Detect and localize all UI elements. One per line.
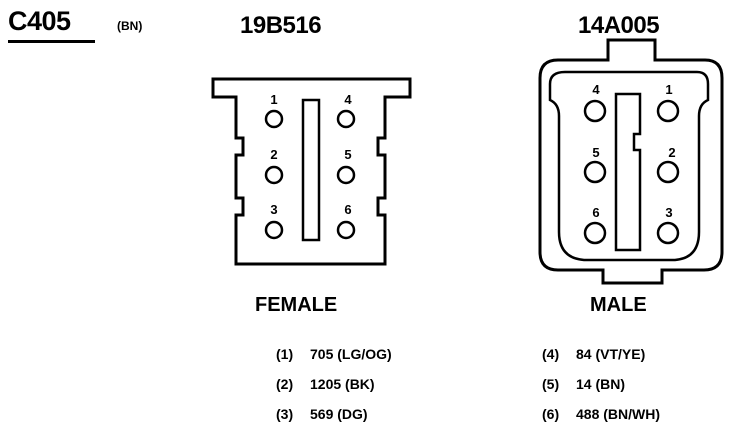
male-pin-1-label: 1 (665, 82, 672, 97)
female-pin-6-label: 6 (344, 202, 351, 217)
pinout-circuit: 569 (DG) (310, 406, 368, 422)
female-pin-2-socket (264, 165, 284, 185)
female-part-number: 19B516 (240, 12, 322, 39)
pinout-index: (6) (542, 406, 560, 422)
pinout-index: (4) (542, 346, 560, 362)
male-pin-6-label: 6 (592, 205, 599, 220)
male-pin-5-label: 5 (592, 145, 599, 160)
female-pin-5-socket (336, 165, 356, 185)
pinout-index: (2) (276, 376, 294, 392)
pinout-circuit: 14 (BN) (576, 376, 626, 392)
male-pin-3-terminal (656, 221, 680, 245)
female-pin-4-label: 4 (344, 92, 352, 107)
pinout-row: (1) 705 (LG/OG) (276, 346, 392, 362)
male-pin-5-terminal (583, 160, 607, 184)
pinout-circuit: 1205 (BK) (310, 376, 375, 392)
pinout-row: (5) 14 (BN) (542, 376, 625, 392)
pinout-row: (4) 84 (VT/YE) (542, 346, 645, 362)
female-pin-1-label: 1 (270, 92, 277, 107)
male-pin-2-terminal (656, 160, 680, 184)
connector-color: (BN) (117, 19, 143, 33)
pinout-index: (1) (276, 346, 294, 362)
male-connector-inner-wall (548, 70, 710, 262)
pinout-circuit: 705 (LG/OG) (310, 346, 392, 362)
male-pin-1-terminal (656, 99, 680, 123)
connector-id: C405 (8, 6, 71, 36)
male-connector (538, 38, 724, 285)
female-center-key (301, 98, 321, 242)
male-part-number: 14A005 (578, 12, 660, 39)
female-pin-1-socket (264, 109, 284, 129)
pinout-row: (3) 569 (DG) (276, 406, 368, 422)
male-pin-3-label: 3 (665, 205, 672, 220)
female-label: FEMALE (255, 294, 338, 316)
pinout-row: (2) 1205 (BK) (276, 376, 375, 392)
connector-id-underline (8, 40, 95, 43)
female-pin-6-socket (336, 220, 356, 240)
pinout-index: (3) (276, 406, 294, 422)
male-connector-shell (538, 38, 724, 285)
pinout-circuit: 84 (VT/YE) (576, 346, 646, 362)
pinout-circuit: 488 (BN/WH) (576, 406, 661, 422)
male-label: MALE (590, 294, 647, 316)
female-pin-3-label: 3 (270, 202, 277, 217)
male-pin-4-label: 4 (592, 82, 600, 97)
female-pin-5-label: 5 (344, 147, 351, 162)
male-pin-2-label: 2 (668, 145, 675, 160)
female-connector (211, 77, 412, 266)
female-pin-4-socket (336, 109, 356, 129)
male-keyway (614, 92, 642, 252)
pinout-row: (6) 488 (BN/WH) (542, 406, 660, 422)
male-pin-4-terminal (583, 99, 607, 123)
pinout-index: (5) (542, 376, 560, 392)
male-pin-6-terminal (583, 221, 607, 245)
female-connector-outline (211, 77, 412, 266)
female-pin-2-label: 2 (270, 147, 277, 162)
female-pin-3-socket (264, 220, 284, 240)
